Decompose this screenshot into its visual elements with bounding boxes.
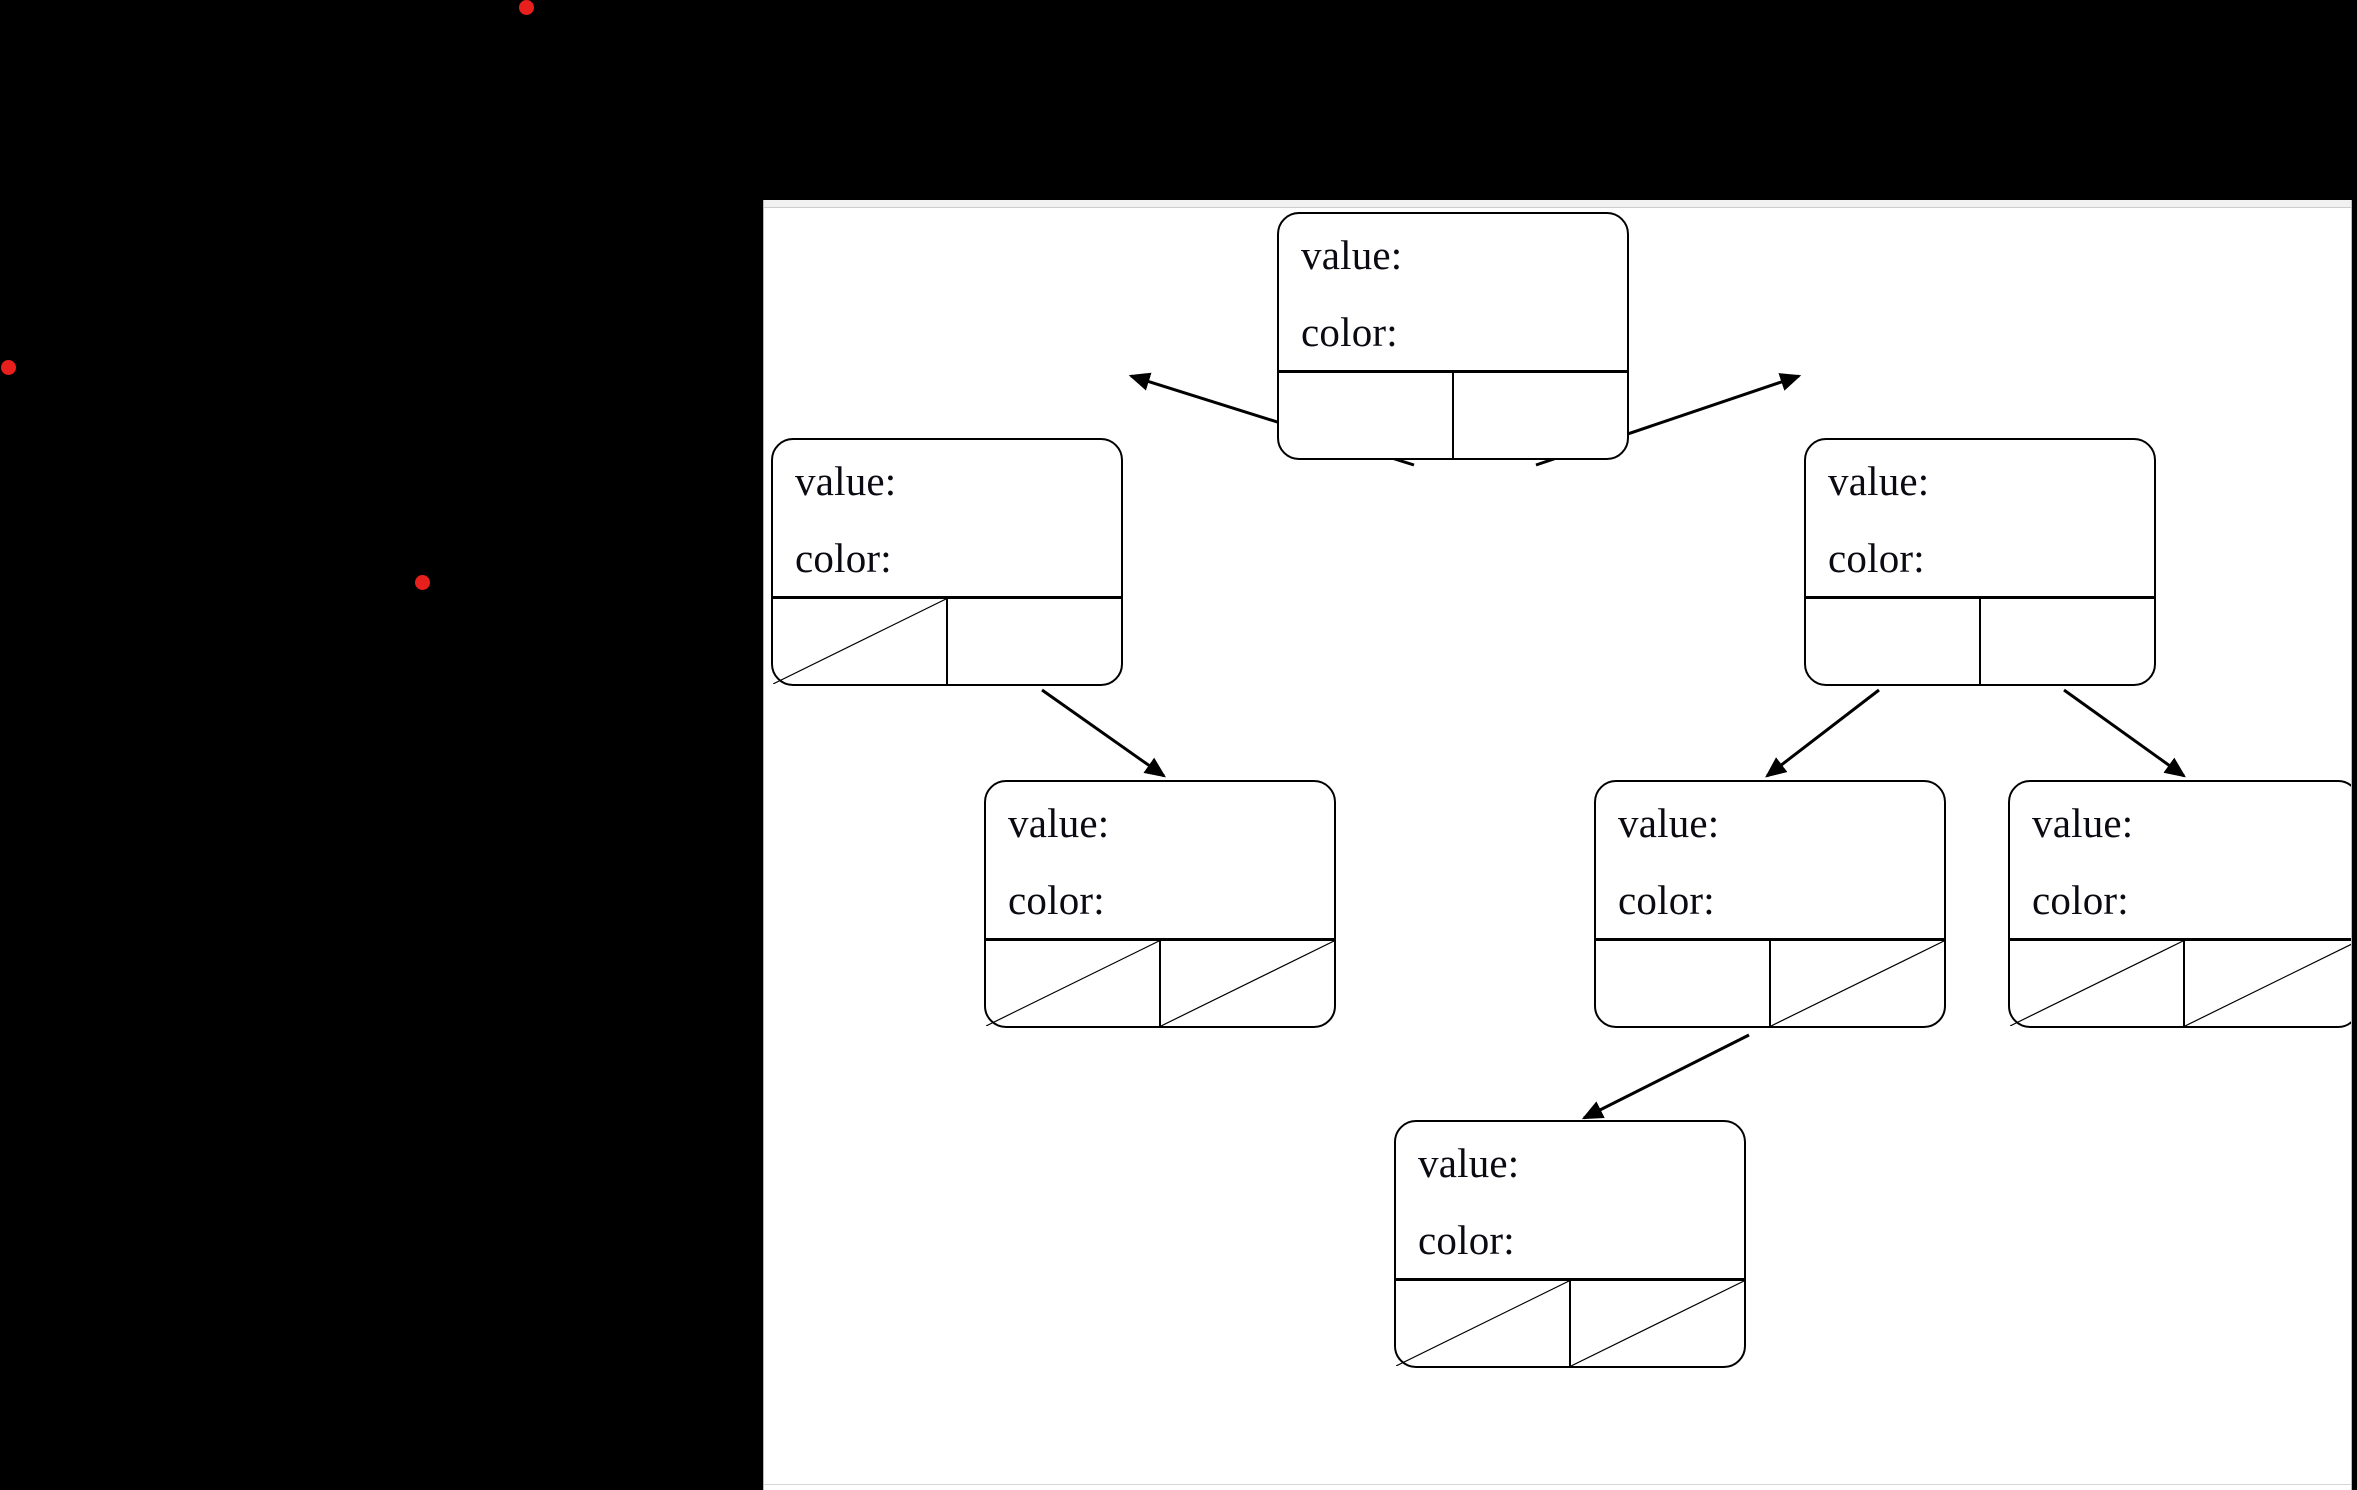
- edge-rightleft-deep: [1581, 1033, 1750, 1120]
- node-value-label: value:: [1418, 1140, 1520, 1186]
- edge-left-right: [1041, 688, 1166, 778]
- node-pointer-cells: [1279, 370, 1627, 458]
- tree-node-right-child-right-pointer-cell[interactable]: [1979, 599, 2154, 684]
- node-color-label: color:: [1301, 309, 1398, 355]
- node-color-label: color:: [795, 535, 892, 581]
- tree-node-deep-leaf-left-pointer-cell[interactable]: [1396, 1281, 1569, 1366]
- node-field-area: value: color:: [1279, 214, 1627, 374]
- node-field-area: value: color:: [1396, 1122, 1744, 1282]
- node-pointer-cells: [1806, 596, 2154, 684]
- tree-node-right-left-grandchild[interactable]: value: color:: [1594, 780, 1946, 1028]
- tree-node-right-right-grandchild-left-pointer-cell[interactable]: [2010, 941, 2183, 1026]
- cursor-dot-left: [1, 360, 16, 375]
- node-field-area: value: color:: [773, 440, 1121, 600]
- diagram-canvas[interactable]: value: color: value: color: value: color…: [763, 200, 2352, 1490]
- node-field-area: value: color:: [1596, 782, 1944, 942]
- node-pointer-cells: [2010, 938, 2352, 1026]
- node-value-label: value:: [2032, 800, 2134, 846]
- tree-node-left-child-left-pointer-cell[interactable]: [773, 599, 946, 684]
- cursor-dot-middle: [415, 575, 430, 590]
- tree-node-right-right-grandchild[interactable]: value: color:: [2008, 780, 2352, 1028]
- tree-node-left-right-grandchild-left-pointer-cell[interactable]: [986, 941, 1159, 1026]
- tree-node-right-child-left-pointer-cell[interactable]: [1806, 599, 1979, 684]
- node-color-label: color:: [1618, 877, 1715, 923]
- node-field-area: value: color:: [2010, 782, 2351, 942]
- node-value-label: value:: [1618, 800, 1720, 846]
- tree-node-right-right-grandchild-right-pointer-cell[interactable]: [2183, 941, 2352, 1026]
- tree-node-deep-leaf[interactable]: value: color:: [1394, 1120, 1746, 1368]
- node-color-label: color:: [1008, 877, 1105, 923]
- node-color-label: color:: [2032, 877, 2129, 923]
- tree-node-right-child[interactable]: value: color:: [1804, 438, 2156, 686]
- cursor-dot-top: [519, 0, 534, 15]
- canvas-bottom-rule: [764, 1484, 2351, 1485]
- edge-right-right: [2063, 688, 2186, 778]
- node-value-label: value:: [1828, 458, 1930, 504]
- node-pointer-cells: [773, 596, 1121, 684]
- node-color-label: color:: [1828, 535, 1925, 581]
- edge-right-left: [1765, 688, 1880, 778]
- node-color-label: color:: [1418, 1217, 1515, 1263]
- node-value-label: value:: [1008, 800, 1110, 846]
- node-field-area: value: color:: [1806, 440, 2154, 600]
- tree-node-root[interactable]: value: color:: [1277, 212, 1629, 460]
- tree-node-root-left-pointer-cell[interactable]: [1279, 373, 1452, 458]
- tree-node-right-left-grandchild-left-pointer-cell[interactable]: [1596, 941, 1769, 1026]
- tree-node-deep-leaf-right-pointer-cell[interactable]: [1569, 1281, 1744, 1366]
- node-pointer-cells: [1596, 938, 1944, 1026]
- node-pointer-cells: [1396, 1278, 1744, 1366]
- node-value-label: value:: [795, 458, 897, 504]
- node-pointer-cells: [986, 938, 1334, 1026]
- tree-node-right-left-grandchild-right-pointer-cell[interactable]: [1769, 941, 1944, 1026]
- tree-node-left-child[interactable]: value: color:: [771, 438, 1123, 686]
- node-field-area: value: color:: [986, 782, 1334, 942]
- tree-node-root-right-pointer-cell[interactable]: [1452, 373, 1627, 458]
- tree-node-left-right-grandchild-right-pointer-cell[interactable]: [1159, 941, 1334, 1026]
- tree-node-left-right-grandchild[interactable]: value: color:: [984, 780, 1336, 1028]
- tree-node-left-child-right-pointer-cell[interactable]: [946, 599, 1121, 684]
- canvas-top-strip: [764, 200, 2351, 208]
- node-value-label: value:: [1301, 232, 1403, 278]
